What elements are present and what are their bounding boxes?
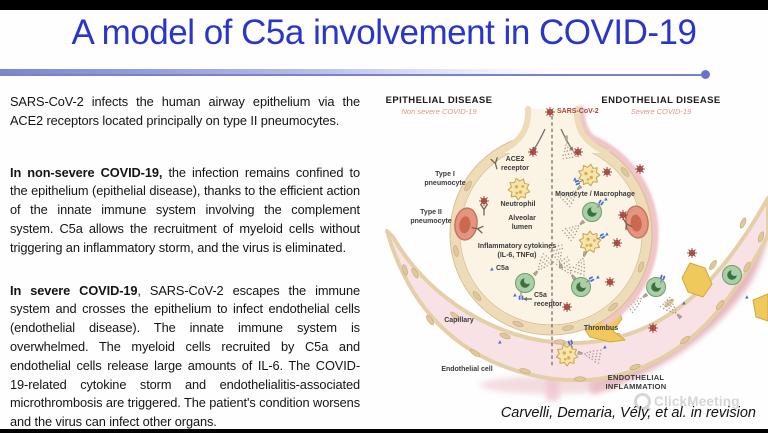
virus-icon [604, 276, 616, 288]
virus-entry-arrow-right [560, 128, 574, 152]
c5a-receptor-label: C5a receptor [534, 292, 563, 308]
severe-text: , SARS-CoV-2 escapes the immune system a… [10, 282, 360, 430]
type2-pneumocyte-label: Type II pneumocyte [410, 209, 452, 225]
alveolar-lumen-label: Alveolar lumen [508, 215, 536, 231]
sars-cov-2-label: SARS-CoV-2 [557, 108, 599, 115]
virus-icon [478, 195, 490, 207]
body-text: SARS-CoV-2 infects the human airway epit… [10, 93, 360, 432]
monocyte-cell [571, 277, 591, 297]
paragraph-non-severe: In non-severe COVID-19, the infection re… [10, 164, 360, 258]
severe-lead: In severe COVID-19 [10, 282, 138, 298]
ace2-receptor-label: ACE2 receptor [500, 156, 529, 172]
endothelial-disease-subheader: Severe COVID-19 [630, 107, 692, 116]
monocyte-capillary-edge [722, 265, 742, 285]
paragraph-infection-text: SARS-CoV-2 infects the human airway epit… [10, 94, 360, 128]
epithelial-side-contents [470, 146, 556, 301]
virus-icon [634, 163, 646, 175]
endothelial-cell-label: Endothelial cell [441, 366, 493, 373]
paragraph-infection: SARS-CoV-2 infects the human airway epit… [10, 93, 360, 131]
clickmeeting-logo-icon [634, 393, 651, 410]
slide-title: A model of C5a involvement in COVID-19 [71, 13, 697, 52]
monocyte-cell [515, 273, 535, 293]
paragraph-severe: In severe COVID-19, SARS-CoV-2 escapes t… [10, 282, 360, 432]
thrombus-label: Thrombus [583, 325, 619, 332]
virus-icon [572, 146, 584, 158]
divider-gradient-bar [0, 69, 558, 76]
monocyte-capillary [646, 277, 666, 297]
non-severe-text: the infection remains confined to the ep… [10, 164, 360, 255]
neutrophil-label: Neutrophil [500, 201, 536, 208]
type1-pneumocyte-label: Type I pneumocyte [424, 171, 466, 187]
citation: Carvelli, Demaria, Vély, et al. in revis… [500, 405, 756, 421]
title-divider [0, 69, 768, 81]
clickmeeting-watermark-text: ClickMeeting [654, 394, 740, 409]
epithelial-disease-subheader: Non severe COVID-19 [401, 107, 477, 116]
divider-end-dot [701, 70, 710, 79]
c5a-icon [745, 295, 749, 299]
epithelial-disease-header: EPITHELIAL DISEASE [385, 95, 493, 106]
pathology-diagram-graphic [385, 105, 768, 401]
virus-icon [686, 247, 698, 259]
monocyte-macrophage-label: Monocyte / Macrophage [555, 191, 635, 198]
c5a-label: C5a [496, 265, 509, 272]
sars-cov-2-icon [544, 106, 556, 118]
virus-icon [617, 209, 629, 221]
virus-icon [611, 237, 623, 249]
divider-line [0, 74, 707, 76]
inflammatory-cytokines-label: Inflammatory cytokines (IL-6, TNFα) [477, 243, 557, 259]
virus-icon [647, 322, 659, 334]
top-letterbox-bar [0, 0, 768, 10]
endothelial-inflammation-label: ENDOTHELIAL INFLAMMATION [605, 373, 667, 392]
clickmeeting-watermark: ClickMeeting [634, 393, 740, 410]
endothelial-disease-header: ENDOTHELIAL DISEASE [601, 95, 721, 106]
non-severe-lead: In non-severe COVID-19, [10, 164, 163, 180]
virus-icon [601, 166, 613, 178]
capillary-label: Capillary [444, 317, 474, 324]
c5a-pathology-diagram: EPITHELIAL DISEASE Non severe COVID-19 E… [385, 95, 768, 405]
bottom-letterbox-bar [0, 429, 768, 433]
